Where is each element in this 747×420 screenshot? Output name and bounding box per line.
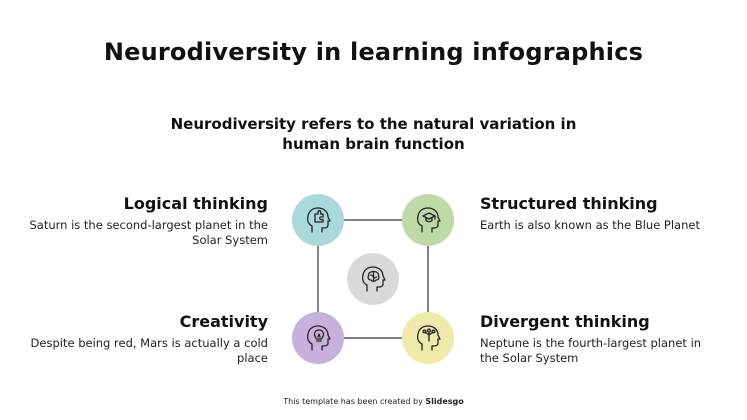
block-title: Structured thinking [480,194,658,213]
head-branch-icon [416,325,441,351]
block-logical-thinking: Logical thinking Saturn is the second-la… [28,194,268,248]
footer-credit: This template has been created by Slides… [0,397,747,406]
page-title: Neurodiversity in learning infographics [103,38,644,66]
block-title: Creativity [179,312,268,331]
head-lightbulb-icon [306,325,331,351]
block-structured-thinking: Structured thinking Earth is also known … [480,194,720,233]
footer-brand[interactable]: Slidesgo [425,397,464,406]
block-title: Divergent thinking [480,312,650,331]
block-divergent-thinking: Divergent thinking Neptune is the fourth… [480,312,720,366]
block-creativity: Creativity Despite being red, Mars is ac… [28,312,268,366]
logical-thinking-circle [292,194,344,246]
block-text: Earth is also known as the Blue Planet [480,218,700,232]
creativity-circle [292,312,344,364]
head-graduation-cap-icon [416,207,441,233]
head-brain-icon [361,266,386,292]
head-puzzle-icon [306,207,331,233]
center-circle [347,253,399,305]
structured-thinking-circle [402,194,454,246]
block-title: Logical thinking [123,194,268,213]
footer-prefix: This template has been created by [283,397,426,406]
subtitle: Neurodiversity refers to the natural var… [170,115,577,153]
divergent-thinking-circle [402,312,454,364]
block-text: Neptune is the fourth-largest planet in … [480,336,702,365]
block-text: Saturn is the second-largest planet in t… [29,218,268,247]
block-text: Despite being red, Mars is actually a co… [30,336,268,365]
